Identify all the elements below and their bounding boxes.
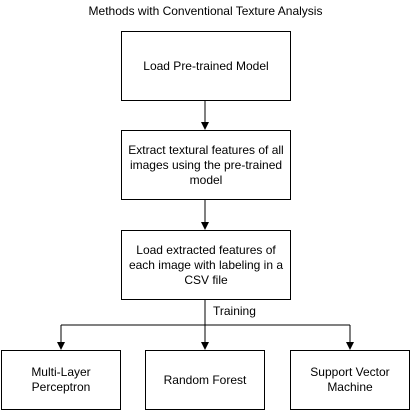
support-vector-machine-label: Support Vector Machine [310, 365, 390, 394]
training-edge-label: Training [211, 304, 258, 318]
load-pretrained-model-box: Load Pre-trained Model [121, 31, 291, 101]
multi-layer-perceptron-box: Multi-Layer Perceptron [1, 350, 121, 410]
load-extracted-features-label: Load extracted features of each image wi… [128, 242, 284, 287]
multi-layer-perceptron-label: Multi-Layer Perceptron [31, 365, 91, 394]
diagram-title: Methods with Conventional Texture Analys… [88, 4, 323, 18]
extract-features-box: Extract textural features of all images … [121, 130, 291, 200]
load-extracted-features-box: Load extracted features of each image wi… [121, 230, 291, 300]
extract-features-label: Extract textural features of all images … [128, 142, 284, 187]
support-vector-machine-box: Support Vector Machine [290, 350, 410, 410]
load-pretrained-model-label: Load Pre-trained Model [143, 58, 269, 73]
random-forest-box: Random Forest [145, 350, 265, 410]
random-forest-label: Random Forest [163, 372, 247, 387]
